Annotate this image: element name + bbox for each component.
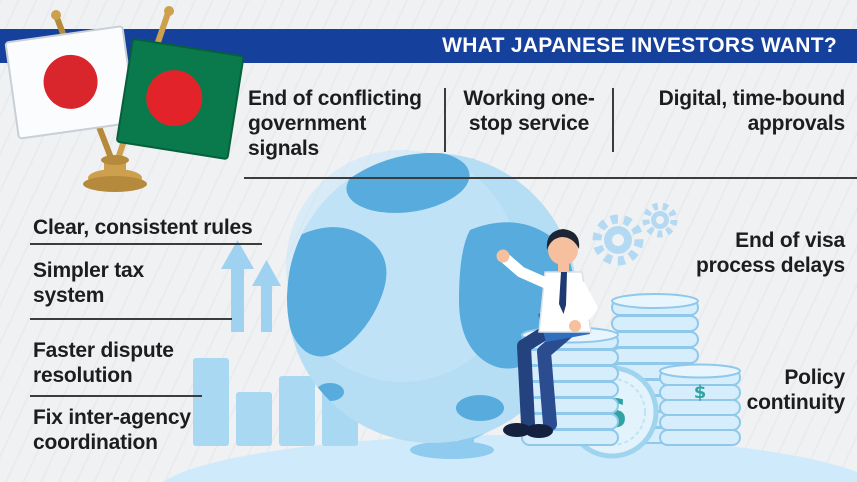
growth-arrows-icon bbox=[221, 240, 281, 332]
japan-flag-icon bbox=[4, 25, 137, 140]
underline-simpler-tax bbox=[30, 318, 232, 320]
globe-illustration bbox=[286, 150, 577, 459]
small-dollar-sign: $ bbox=[694, 382, 707, 403]
demand-top-digital-approvals: Digital, time-bound approvals bbox=[658, 87, 846, 136]
underline-consistent-rules bbox=[30, 243, 262, 245]
gears-icon bbox=[592, 202, 678, 266]
divider-top-1 bbox=[444, 88, 446, 152]
underline-dispute-resolution bbox=[30, 395, 202, 397]
coin-stacks bbox=[611, 293, 741, 446]
bottom-wave bbox=[163, 435, 857, 482]
demand-right-policy-continuity: Policy continuity bbox=[746, 366, 846, 415]
flag-stand-base bbox=[83, 155, 147, 192]
businessman-illustration bbox=[496, 229, 598, 438]
demand-right-visa-delays: End of visa process delays bbox=[696, 229, 845, 278]
page-title: WHAT JAPANESE INVESTORS WANT? bbox=[442, 34, 837, 57]
demand-top-conflicting-signals: End of conflicting government signals bbox=[248, 87, 422, 161]
demand-top-one-stop-service: Working one-stop service bbox=[463, 87, 595, 136]
demand-left-simpler-tax: Simpler tax system bbox=[33, 259, 145, 308]
demand-left-interagency-coordination: Fix inter-agency coordination bbox=[33, 406, 191, 455]
demand-left-dispute-resolution: Faster dispute resolution bbox=[33, 339, 174, 388]
separator-top-row bbox=[244, 177, 857, 179]
divider-top-2 bbox=[612, 88, 614, 152]
bangladesh-flag-icon bbox=[116, 38, 245, 160]
flags-graphic bbox=[4, 6, 245, 192]
demand-left-consistent-rules: Clear, consistent rules bbox=[33, 216, 253, 239]
